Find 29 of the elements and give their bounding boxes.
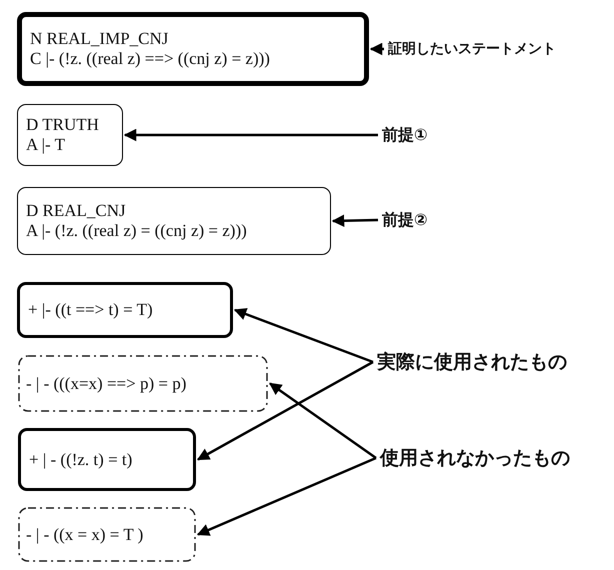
theorem-text: + | - ((!z. t) = t) xyxy=(29,450,132,470)
theorem-name: D REAL_CNJ xyxy=(26,201,126,221)
unused-theorem-box xyxy=(18,355,268,412)
theorem-text: - | - (((x=x) ==> p) = p) xyxy=(26,374,186,394)
arrow xyxy=(196,456,376,536)
theorem-name: D TRUTH xyxy=(26,115,99,135)
theorem-text: C |- (!z. ((real z) ==> ((cnj z) = z))) xyxy=(30,49,270,69)
used-theorem-box xyxy=(17,282,233,338)
arrow xyxy=(234,308,374,364)
theorem-text: A |- T xyxy=(26,135,65,155)
theorem-text: + |- ((t ==> t) = T) xyxy=(28,300,153,320)
used-theorem-box xyxy=(18,428,196,491)
arrow xyxy=(370,42,384,56)
theorem-name: N REAL_IMP_CNJ xyxy=(30,29,168,49)
annotation-label: 前提① xyxy=(382,124,428,146)
annotation-label: 前提② xyxy=(382,210,428,230)
annotation-label: 証明したいステートメント xyxy=(388,40,556,58)
unused-theorem-box xyxy=(18,507,196,562)
arrow xyxy=(268,382,377,460)
arrow xyxy=(332,214,378,227)
arrow xyxy=(196,360,374,461)
theorem-text: A |- (!z. ((real z) = ((cnj z) = z))) xyxy=(26,221,247,241)
theorem-text: - | - ((x = x) = T ) xyxy=(26,524,144,544)
annotation-label: 使用されなかったもの xyxy=(380,446,570,471)
premise-box xyxy=(17,104,123,166)
annotation-label: 実際に使用されたもの xyxy=(377,350,567,375)
arrow xyxy=(124,128,378,142)
statement-box xyxy=(17,12,369,86)
premise-box xyxy=(17,187,331,255)
